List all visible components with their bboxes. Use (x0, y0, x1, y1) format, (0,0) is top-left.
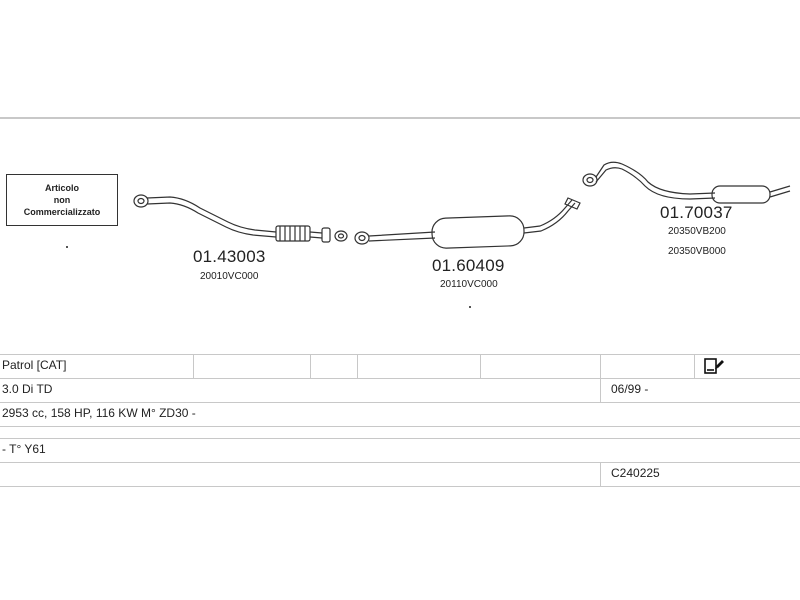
model-name: Patrol [CAT] (2, 358, 67, 372)
stamp-line-1: Articolo (44, 183, 79, 193)
column-divider (600, 462, 601, 486)
table-row-model: Patrol [CAT] (0, 355, 800, 379)
speck (469, 306, 471, 308)
front-pipe-tube (146, 196, 277, 233)
table-row-code: C240225 (0, 463, 800, 487)
part-number-rear-silencer: 01.70037 (660, 203, 733, 222)
middle-flange (354, 231, 370, 245)
oem-number-middle-silencer: 20110VC000 (440, 279, 498, 290)
exhaust-system-diagram (133, 161, 791, 249)
column-divider (310, 354, 311, 378)
column-divider (600, 354, 601, 402)
column-divider (694, 354, 695, 378)
table-row-engine: 3.0 Di TD 06/99 - (0, 379, 800, 403)
middle-silencer-part (354, 197, 581, 249)
oem-number-front-pipe: 20010VC000 (200, 271, 259, 282)
production-date: 06/99 - (611, 382, 649, 396)
front-pipe-part (133, 194, 348, 243)
part-number-front-pipe: 01.43003 (193, 247, 266, 266)
column-divider (193, 354, 194, 378)
rear-silencer-body (711, 185, 771, 204)
table-row-divider (0, 402, 800, 403)
top-divider (0, 117, 800, 119)
middle-silencer-body (431, 215, 525, 249)
table-row-divider (0, 378, 800, 379)
engine-name: 3.0 Di TD (2, 382, 53, 396)
engine-specs: 2953 cc, 158 HP, 116 KW M° ZD30 - (2, 406, 196, 420)
middle-outlet-flange (564, 197, 581, 210)
column-divider (357, 354, 358, 378)
table-row-type: - T° Y61 (0, 439, 800, 463)
part-number-middle-silencer: 01.60409 (432, 256, 505, 275)
gasket (334, 230, 348, 242)
table-bottom-border (0, 486, 800, 487)
flex-section (275, 225, 311, 242)
not-commercialized-stamp: Articolo non Commercializzato (6, 174, 118, 226)
stamp-line-3: Commercializzato (23, 207, 101, 217)
speck (66, 246, 68, 248)
table-row-divider (0, 426, 800, 427)
front-pipe-flange (133, 194, 149, 208)
column-divider (480, 354, 481, 378)
catalog-code: C240225 (611, 466, 660, 480)
oem-number-rear-silencer-2: 20350VB000 (668, 246, 726, 257)
document-edit-icon[interactable] (703, 357, 725, 375)
oem-number-rear-silencer-1: 20350VB200 (668, 226, 726, 237)
table-row-divider (0, 462, 800, 463)
stamp-line-2: non (53, 195, 71, 205)
vehicle-type: - T° Y61 (2, 442, 46, 456)
table-top-border (0, 354, 800, 355)
rear-flange (582, 173, 598, 187)
table-row-divider (0, 438, 800, 439)
rear-silencer-part (582, 161, 791, 204)
table-row-specs: 2953 cc, 158 HP, 116 KW M° ZD30 - (0, 403, 800, 427)
